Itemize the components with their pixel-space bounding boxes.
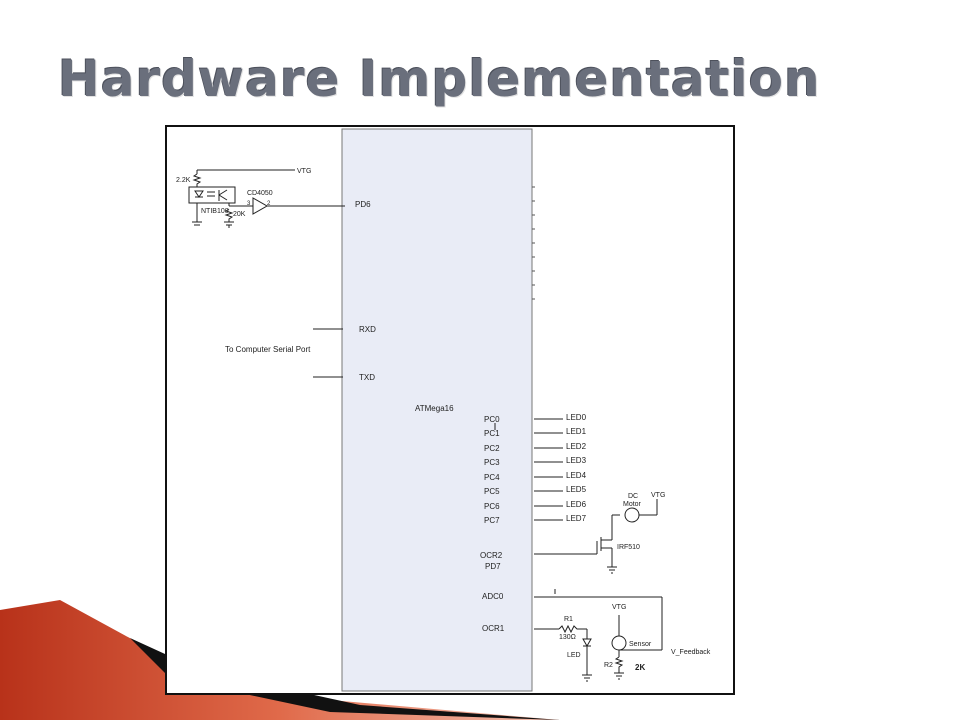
buffer-pin-3: 3 bbox=[247, 201, 251, 207]
sensor-supply-label: VTG bbox=[297, 168, 311, 175]
pin-pc4: PC4 bbox=[484, 473, 500, 482]
pin-adc0: ADC0 bbox=[482, 592, 504, 601]
buffer-label: CD4050 bbox=[247, 190, 273, 197]
resistor-20k bbox=[224, 208, 234, 222]
label-led5: LED5 bbox=[566, 485, 587, 494]
feedback-sensor-circuit bbox=[611, 615, 627, 680]
resistor-20k-label: 20K bbox=[233, 211, 246, 218]
led-wires bbox=[534, 418, 563, 521]
label-led6: LED6 bbox=[566, 500, 587, 509]
feedback-sensor-symbol bbox=[611, 635, 627, 651]
schematic-frame: ATMega16 VTG 2.2K NTIB100 20K bbox=[165, 125, 735, 695]
circuit-schematic: ATMega16 VTG 2.2K NTIB100 20K bbox=[176, 128, 711, 692]
motor-supply-label: VTG bbox=[651, 492, 665, 499]
sensor-supply-vtg: VTG bbox=[612, 604, 626, 611]
resistor-r2-value: 2K bbox=[635, 663, 645, 672]
motor-label-motor: Motor bbox=[623, 501, 642, 508]
optical-sensor-block: VTG 2.2K NTIB100 20K CD4050 bbox=[176, 168, 345, 228]
optocoupler-label: NTIB100 bbox=[201, 208, 229, 215]
pin-pd6: PD6 bbox=[355, 200, 371, 209]
pin-pc2: PC2 bbox=[484, 444, 500, 453]
label-led3: LED3 bbox=[566, 456, 587, 465]
pin-pc5: PC5 bbox=[484, 487, 500, 496]
motor-label-dc: DC bbox=[628, 493, 638, 500]
resistor-r2 bbox=[614, 656, 624, 673]
pin-pc1: PC1 bbox=[484, 429, 500, 438]
pin-pd7: PD7 bbox=[485, 562, 501, 571]
indicator-led-label: LED bbox=[567, 652, 581, 659]
pin-pc0: PC0 bbox=[484, 415, 500, 424]
transistor-label: IRF510 bbox=[617, 544, 640, 551]
label-led4: LED4 bbox=[566, 471, 587, 480]
adc-feedback-wire bbox=[534, 589, 663, 651]
pin-pc3: PC3 bbox=[484, 458, 500, 467]
port-a-pin-ticks bbox=[532, 186, 535, 300]
mcu-body bbox=[341, 128, 533, 692]
label-led7: LED7 bbox=[566, 514, 587, 523]
buffer-symbol bbox=[252, 197, 269, 215]
buffer-pin-2: 2 bbox=[267, 201, 271, 207]
pin-rxd: RXD bbox=[359, 325, 376, 334]
pin-pc7: PC7 bbox=[484, 516, 500, 525]
opto-led-symbol bbox=[194, 190, 204, 198]
optocoupler bbox=[188, 186, 236, 204]
label-led2: LED2 bbox=[566, 442, 587, 451]
mcu-name: ATMega16 bbox=[415, 404, 454, 413]
resistor-2k2-label: 2.2K bbox=[176, 177, 191, 184]
indicator-led-symbol bbox=[582, 638, 592, 648]
resistor-r1 bbox=[558, 624, 587, 634]
pin-pc6: PC6 bbox=[484, 502, 500, 511]
resistor-r1-value: 130Ω bbox=[559, 634, 576, 641]
dc-motor-symbol bbox=[624, 507, 640, 523]
pin-ocr2: OCR2 bbox=[480, 551, 503, 560]
pin-ocr1: OCR1 bbox=[482, 624, 505, 633]
label-led1: LED1 bbox=[566, 427, 587, 436]
motor-driver-circuit bbox=[534, 499, 658, 574]
resistor-r1-label: R1 bbox=[564, 616, 573, 623]
resistor-2k2 bbox=[192, 173, 202, 187]
led-driver-circuit bbox=[534, 624, 592, 682]
v-feedback-label: V_Feedback bbox=[671, 649, 711, 656]
serial-port-label: To Computer Serial Port bbox=[225, 345, 311, 354]
feedback-sensor-label: Sensor bbox=[629, 641, 652, 648]
label-led0: LED0 bbox=[566, 413, 587, 422]
resistor-r2-label: R2 bbox=[604, 662, 613, 669]
pin-txd: TXD bbox=[359, 373, 375, 382]
slide-title: Hardware Implementation bbox=[58, 50, 821, 108]
